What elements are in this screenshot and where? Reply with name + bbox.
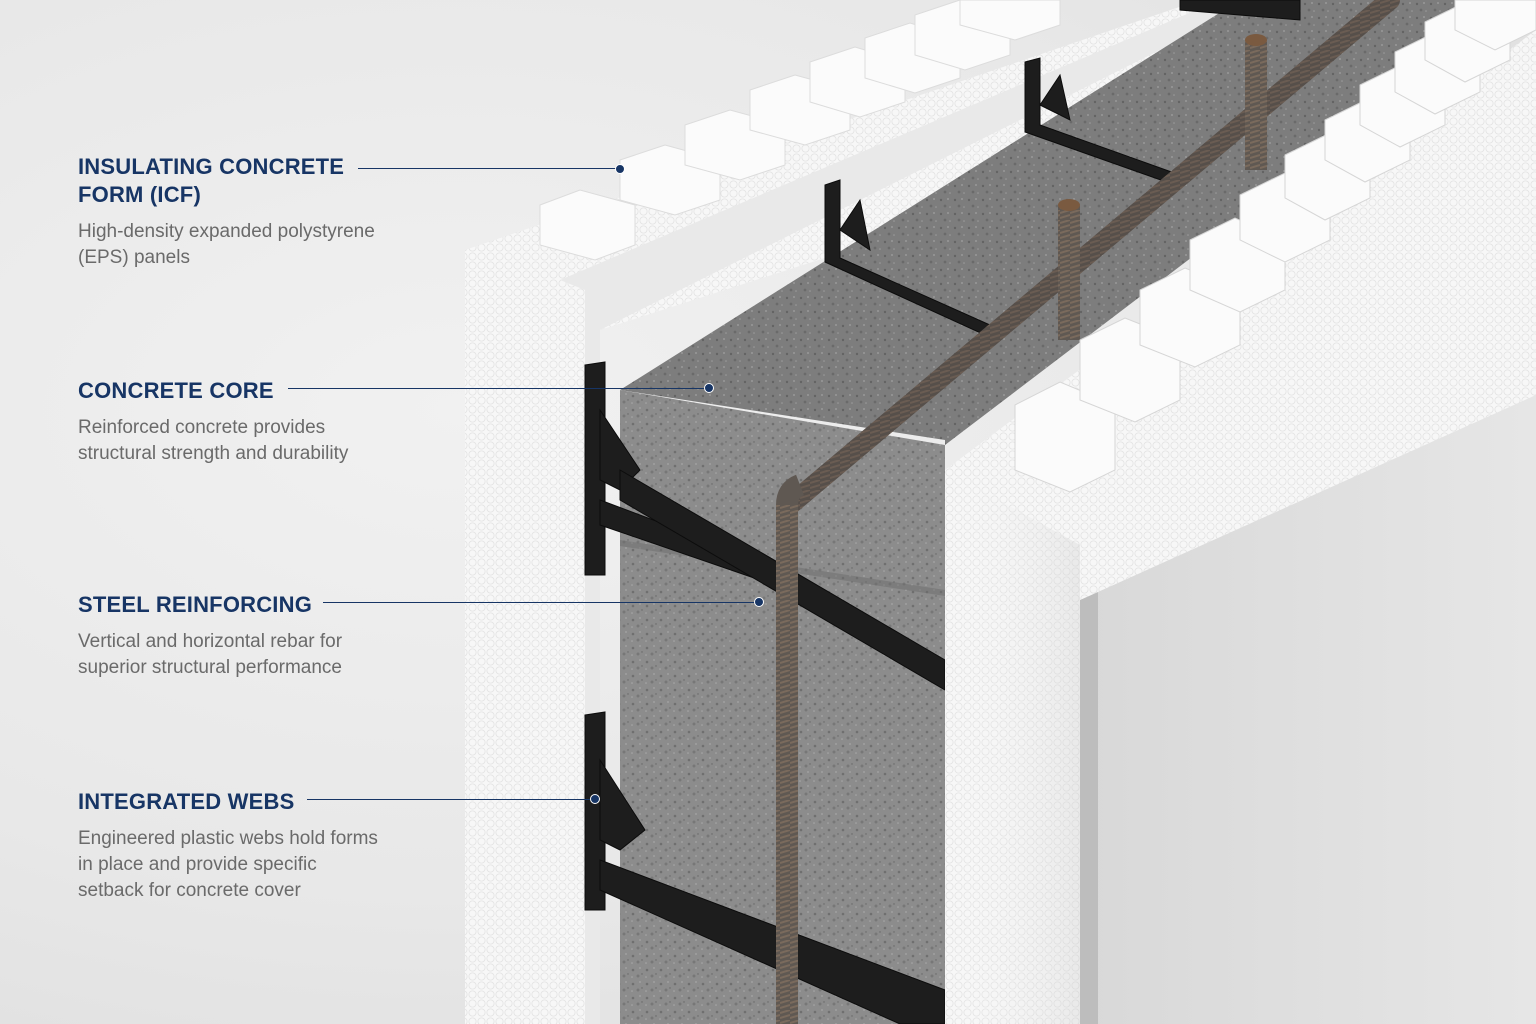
callout-integrated-webs-marker — [590, 794, 600, 804]
callout-steel-reinforcing-marker — [754, 597, 764, 607]
callout-steel-reinforcing: STEEL REINFORCING Vertical and horizonta… — [78, 591, 378, 681]
callout-integrated-webs: INTEGRATED WEBS Engineered plastic webs … — [78, 788, 378, 904]
foam-interlock-studs-left — [539, 0, 1061, 261]
callout-integrated-webs-description: Engineered plastic webs hold forms in pl… — [78, 828, 378, 901]
callout-concrete-core-title: CONCRETE CORE — [78, 378, 274, 403]
callout-integrated-webs-leader — [307, 799, 595, 800]
callout-concrete-core-marker — [704, 383, 714, 393]
callout-icf-leader — [358, 168, 620, 169]
foam-interlock-studs-right — [1014, 0, 1536, 493]
callout-concrete-core-leader — [288, 388, 708, 389]
callout-icf-title: INSULATING CONCRETE FORM (ICF) — [78, 154, 345, 207]
callout-concrete-core-description: Reinforced concrete provides structural … — [78, 417, 349, 464]
outer-foam-panel — [945, 0, 1536, 1024]
finish-board — [1080, 395, 1536, 1024]
callout-steel-reinforcing-description: Vertical and horizontal rebar for superi… — [78, 631, 343, 678]
callout-integrated-webs-title: INTEGRATED WEBS — [78, 789, 295, 814]
callout-steel-reinforcing-title: STEEL REINFORCING — [78, 592, 313, 617]
callout-icf-marker — [615, 164, 625, 174]
steel-rebar — [776, 0, 1400, 1024]
callout-icf-description: High-density expanded polystyrene (EPS) … — [78, 221, 375, 268]
callout-concrete-core: CONCRETE CORE Reinforced concrete provid… — [78, 377, 378, 467]
inner-foam-panel — [465, 0, 1536, 1024]
callout-steel-reinforcing-leader — [323, 602, 759, 603]
callout-icf: INSULATING CONCRETE FORM (ICF) High-dens… — [78, 153, 378, 271]
